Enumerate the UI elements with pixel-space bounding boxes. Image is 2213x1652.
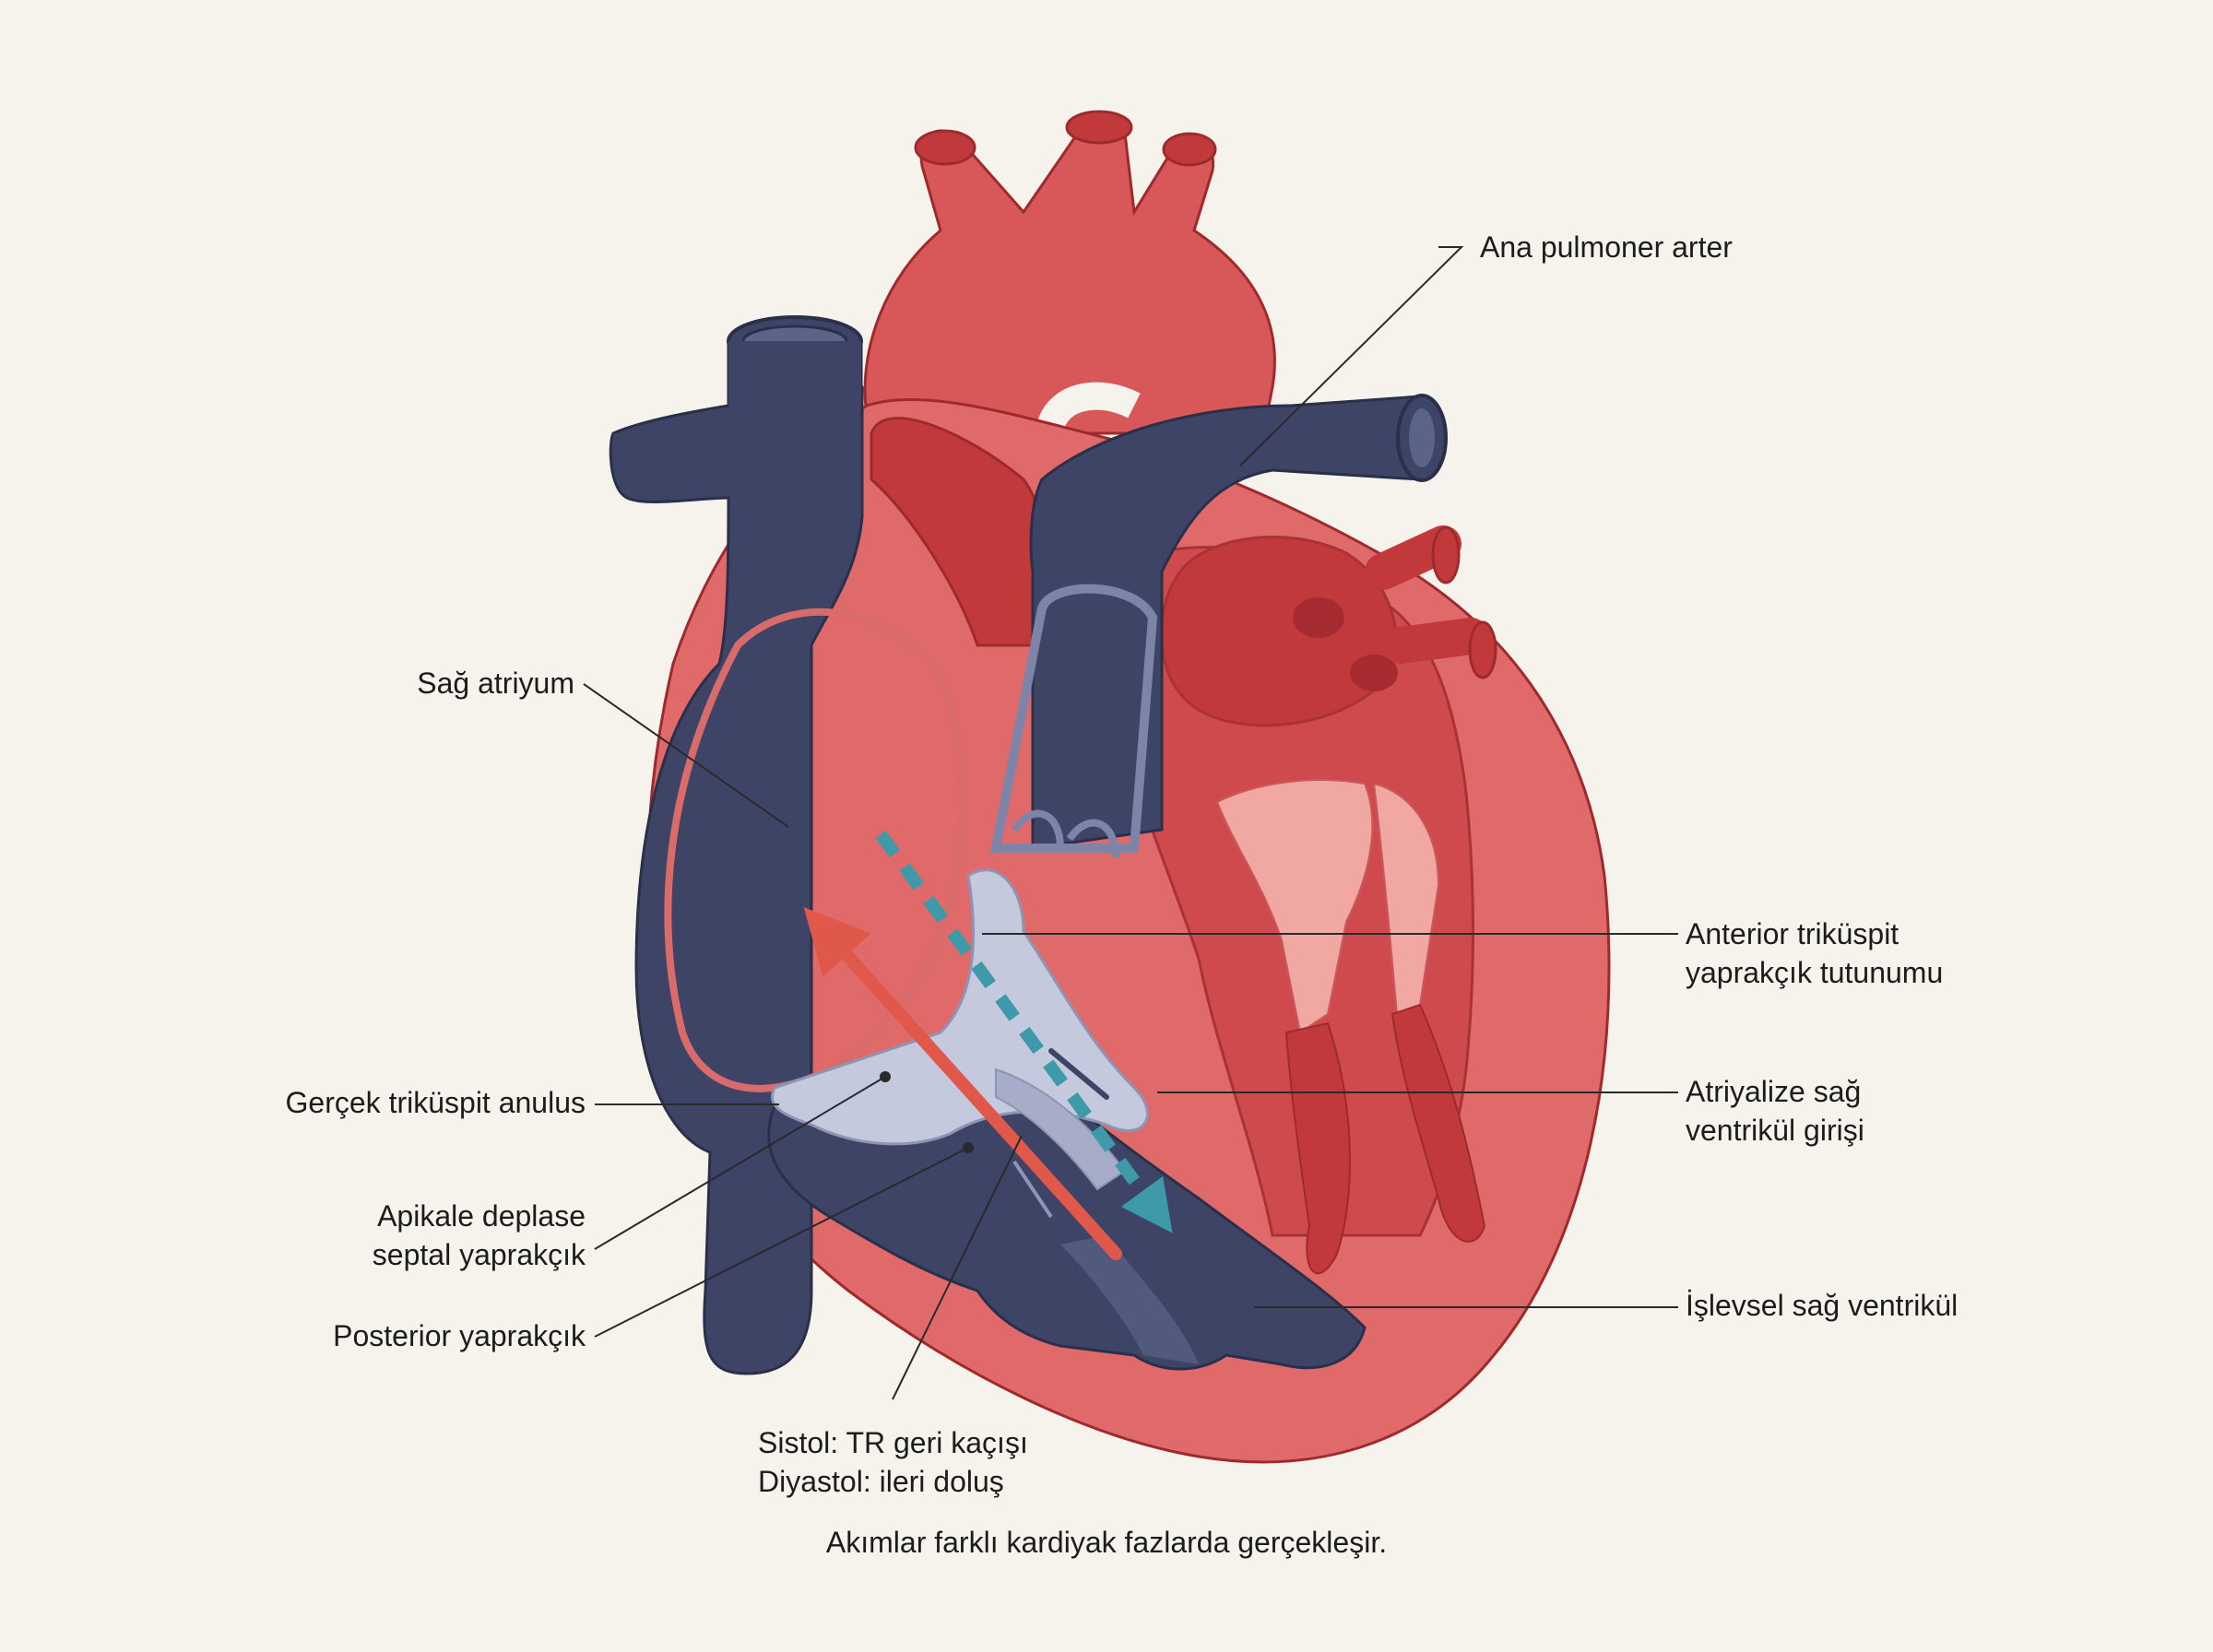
reflux-arrow bbox=[803, 906, 1122, 1260]
flow-arrows bbox=[803, 830, 1173, 1260]
label-septal-leaflet-line2: septal yaprakçık bbox=[372, 1238, 586, 1271]
label-right-atrium: Sağ atriyum bbox=[417, 667, 574, 700]
label-septal-leaflet: Apikale deplase septal yaprakçık bbox=[277, 1197, 586, 1274]
label-flow-note: Sistol: TR geri kaçışı Diyastol: ileri d… bbox=[758, 1423, 1028, 1501]
label-flow-note-line1: Sistol: TR geri kaçışı bbox=[758, 1426, 1028, 1459]
label-anterior-leaflet: Anterior triküspit yaprakçık tutunumu bbox=[1686, 914, 1943, 992]
label-functional-rv: İşlevsel sağ ventrikül bbox=[1686, 1289, 1959, 1322]
label-atrialized-rv-line1: Atriyalize sağ bbox=[1686, 1075, 1862, 1108]
pulmonary-artery-blue bbox=[989, 394, 1448, 858]
label-atrialized-rv: Atriyalize sağ ventrikül girişi bbox=[1686, 1072, 1864, 1150]
label-atrialized-rv-line2: ventrikül girişi bbox=[1686, 1114, 1864, 1147]
label-flow-note-line2: Diyastol: ileri doluş bbox=[758, 1465, 1004, 1498]
label-septal-leaflet-line1: Apikale deplase bbox=[377, 1199, 586, 1233]
caption: Akımlar farklı kardiyak fazlarda gerçekl… bbox=[825, 1526, 1388, 1559]
label-posterior-leaflet: Posterior yaprakçık bbox=[333, 1319, 586, 1352]
label-anterior-leaflet-line1: Anterior triküspit bbox=[1686, 917, 1899, 950]
leader-dots bbox=[880, 1071, 974, 1153]
aorta bbox=[863, 110, 1276, 435]
leader-lines bbox=[583, 246, 1678, 1400]
label-pulmonary-artery: Ana pulmoner arter bbox=[1480, 230, 1733, 264]
label-anterior-leaflet-line2: yaprakçık tutunumu bbox=[1686, 956, 1944, 989]
label-true-annulus: Gerçek triküspit anulus bbox=[285, 1086, 586, 1119]
